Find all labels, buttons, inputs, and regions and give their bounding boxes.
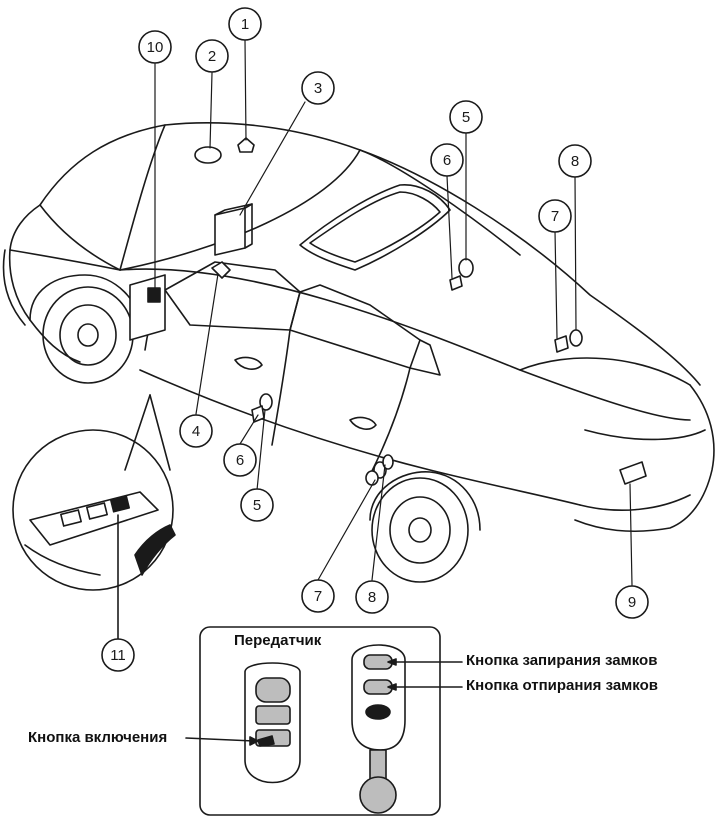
callout-7-bottom: 7 <box>314 588 322 605</box>
car-body <box>2 122 715 533</box>
door-switch-inset <box>12 394 176 641</box>
callout-11: 11 <box>110 647 126 664</box>
component-2-sensor <box>194 146 222 164</box>
callout-circles <box>101 7 649 672</box>
doors <box>144 261 441 476</box>
callout-10: 10 <box>147 39 164 56</box>
component-8-rear <box>569 329 583 347</box>
lock-button-label: Кнопка запирания замков <box>466 652 658 669</box>
component-10-module <box>129 274 166 341</box>
callout-1: 1 <box>241 16 249 33</box>
component-3-control-unit <box>214 203 253 256</box>
component-9-trunk <box>619 461 647 485</box>
transmitter-title: Передатчик <box>234 632 322 649</box>
remote-front-view <box>244 662 301 784</box>
remote-side-view <box>185 644 463 814</box>
callout-2: 2 <box>208 48 216 65</box>
alarm-components <box>129 137 647 486</box>
unlock-button-label: Кнопка отпирания замков <box>466 677 658 694</box>
component-1-button <box>237 137 255 153</box>
power-button-label: Кнопка включения <box>28 729 168 746</box>
callout-8-top: 8 <box>571 153 579 170</box>
component-6-roof <box>449 275 463 291</box>
callout-5-bottom: 5 <box>253 497 261 514</box>
component-7-rear <box>554 335 569 353</box>
callout-9: 9 <box>628 594 636 611</box>
component-4-switch <box>211 261 231 279</box>
callout-6-bottom: 6 <box>236 452 244 469</box>
callout-5-top: 5 <box>462 109 470 126</box>
callout-4: 4 <box>192 423 200 440</box>
rear-wheel <box>369 471 481 583</box>
callout-8-bottom: 8 <box>368 589 376 606</box>
callout-6-top: 6 <box>443 152 451 169</box>
component-5-latch <box>259 393 273 411</box>
callout-numbers: 10 2 1 3 5 6 8 7 4 6 5 7 8 9 11 <box>110 16 636 664</box>
front-wheel <box>29 274 146 384</box>
component-5-roof <box>458 258 474 278</box>
callout-7-top: 7 <box>551 208 559 225</box>
sunroof <box>299 184 451 271</box>
leader-lines <box>154 39 633 586</box>
transmitter-inset-frame <box>199 626 441 816</box>
callout-3: 3 <box>314 80 322 97</box>
